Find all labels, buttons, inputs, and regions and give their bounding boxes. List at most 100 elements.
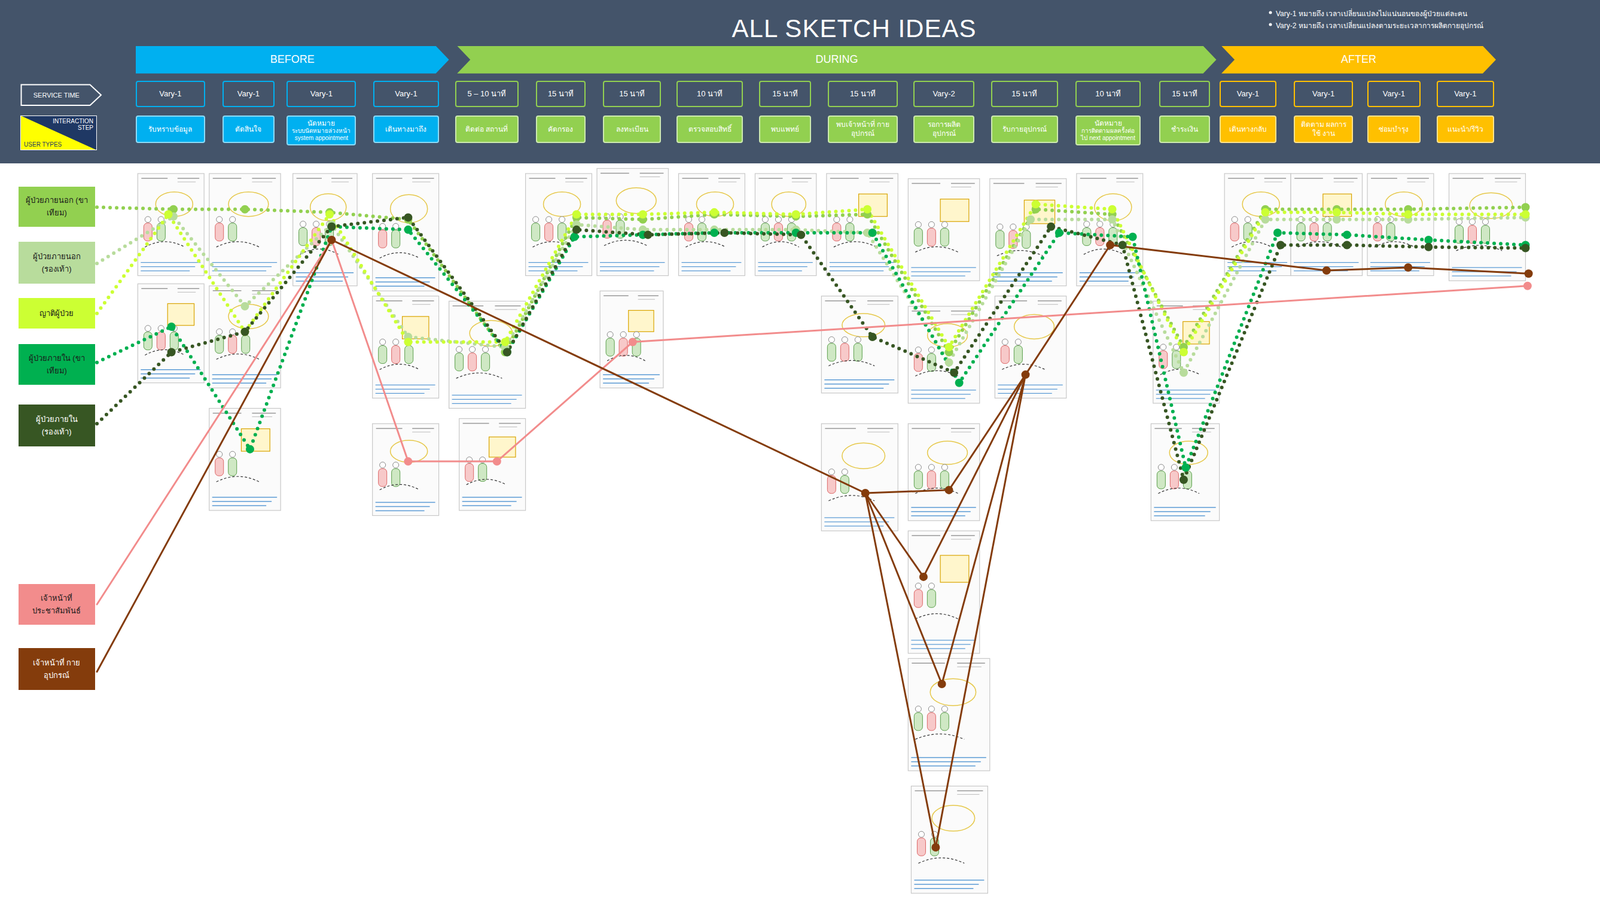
service-time-box: 5 – 10 นาที [455, 80, 519, 108]
user-type-label: ผู้ป่วยภายนอก (ขาเทียม) [22, 193, 92, 219]
service-time-box: 10 นาที [676, 80, 743, 108]
journey-line [935, 374, 1026, 847]
sketch-card [1076, 173, 1144, 286]
interaction-step-box: ติดต่อ สถานที่ [455, 115, 519, 143]
journey-point [1108, 215, 1117, 224]
journey-line [865, 492, 943, 684]
node-text: INTERACTION STEP [51, 117, 94, 131]
journey-point [1523, 281, 1532, 291]
journey-point [628, 337, 638, 347]
journey-point [240, 302, 249, 311]
interaction-step-box: พบเจ้าหน้าที่ กายอุปกรณ์ [827, 115, 899, 143]
journey-point [709, 228, 719, 237]
journey-point [955, 378, 964, 387]
interaction-step-box: รับทราบข้อมูล [135, 115, 206, 143]
journey-point [1026, 215, 1035, 224]
phase-band: BEFORE [135, 46, 450, 74]
journey-point [503, 348, 512, 357]
sketch-card [599, 290, 664, 388]
sketch-card [459, 418, 526, 511]
journey-point [1179, 475, 1188, 484]
user-type-swatch: ผู้ป่วยภายใน (ขาเทียม) [18, 343, 96, 385]
journey-point [720, 228, 729, 237]
node-text: เดินทางมาถึง [385, 125, 427, 134]
journey-point [570, 232, 579, 242]
journey-point [931, 842, 940, 852]
service-time-box: 15 นาที [991, 80, 1059, 108]
sketch-card [449, 300, 526, 408]
journey-point [1181, 462, 1190, 472]
interaction-step-box: นัดหมายการติดตามผลครั้งต่อไป next appoin… [1075, 115, 1141, 146]
journey-line [942, 374, 1026, 684]
journey-point [1424, 235, 1433, 245]
journey-point [167, 348, 176, 357]
journey-line [96, 226, 1526, 468]
journey-point [403, 225, 413, 234]
node-text: Vary-1 [394, 89, 417, 99]
journey-point [500, 337, 510, 347]
journey-point [1179, 368, 1188, 377]
sketch-card [1367, 173, 1434, 276]
journey-point [403, 337, 413, 347]
service-time-box: 15 นาที [1159, 80, 1211, 108]
sketch-card [596, 168, 669, 276]
journey-line [865, 492, 937, 847]
phase-band: AFTER [1221, 46, 1496, 74]
user-type-swatch: ผู้ป่วยภายใน (รองเท้า) [18, 404, 96, 447]
journey-point [1424, 242, 1433, 252]
interaction-step-box: รับกายอุปกรณ์ [991, 115, 1059, 143]
service-time-box: 15 นาที [827, 80, 899, 108]
journey-point [1118, 240, 1127, 249]
node-text: ตัดสินใจ [235, 125, 262, 134]
interaction-step-box: ชำระเงิน [1159, 115, 1211, 143]
journey-point [1521, 209, 1530, 219]
journey-point [863, 205, 872, 214]
journey-point [167, 322, 176, 331]
journey-point [1521, 244, 1530, 253]
node-text: 5 – 10 นาที [467, 87, 507, 100]
node-text: BEFORE [270, 53, 315, 66]
node-text: Vary-1 [1382, 89, 1406, 99]
journey-point [1273, 228, 1282, 237]
journey-point [1179, 348, 1188, 357]
phase-band: DURING [456, 46, 1216, 74]
service-time-box: Vary-1 [1367, 80, 1421, 108]
node-text: นัดหมาย [307, 119, 335, 128]
sketch-card [907, 423, 980, 521]
journey-line [96, 239, 1528, 605]
journey-lines [96, 199, 1534, 852]
node-text: Vary-2 [932, 89, 955, 99]
service-time-box: Vary-1 [286, 80, 356, 108]
note-text: Vary-1 หมายถึง เวลาเปลี่ยนแปลงไม่แน่นอนข… [1275, 7, 1468, 20]
node-text: แนะนำ/รีวิว [1447, 125, 1484, 134]
journey-point [325, 209, 334, 219]
journey-point [572, 225, 581, 234]
journey-point [1342, 240, 1352, 249]
service-time-box: Vary-1 [1219, 80, 1278, 108]
sketch-card [372, 423, 440, 516]
interaction-step-box: ตัดสินใจ [222, 115, 275, 143]
user-type-swatch: ญาติผู้ป่วย [18, 297, 96, 329]
service-time-box: 15 นาที [602, 80, 661, 108]
service-time-box: 15 นาที [759, 80, 812, 108]
sketch-card [209, 407, 281, 511]
sketch-card [754, 173, 816, 276]
journey-point [1403, 263, 1413, 272]
node-text: รอการผลิต อุปกรณ์ [916, 120, 971, 138]
node-text: พบแพทย์ [770, 125, 800, 134]
interaction-step-box: แนะนำ/รีวิว [1436, 115, 1495, 143]
journey-point [643, 230, 652, 239]
journey-point [572, 209, 581, 219]
interaction-step-box: นัดหมายระบบนัดหมายล่วงหน้า system appoin… [286, 115, 356, 146]
node-text: 15 นาที [849, 87, 876, 100]
node-text: 15 นาที [1011, 87, 1038, 100]
node-text: ติดต่อ สถานที่ [465, 125, 508, 134]
journey-point [1021, 370, 1030, 379]
user-type-swatch: ผู้ป่วยภายนอก (ขาเทียม) [18, 186, 96, 227]
service-time-box: Vary-1 [1293, 80, 1353, 108]
sketch-card [1449, 173, 1526, 281]
node-text: ชำระเงิน [1171, 125, 1199, 134]
journey-point [1046, 222, 1056, 231]
note-bullet [1269, 23, 1273, 27]
journey-line [923, 374, 1026, 577]
